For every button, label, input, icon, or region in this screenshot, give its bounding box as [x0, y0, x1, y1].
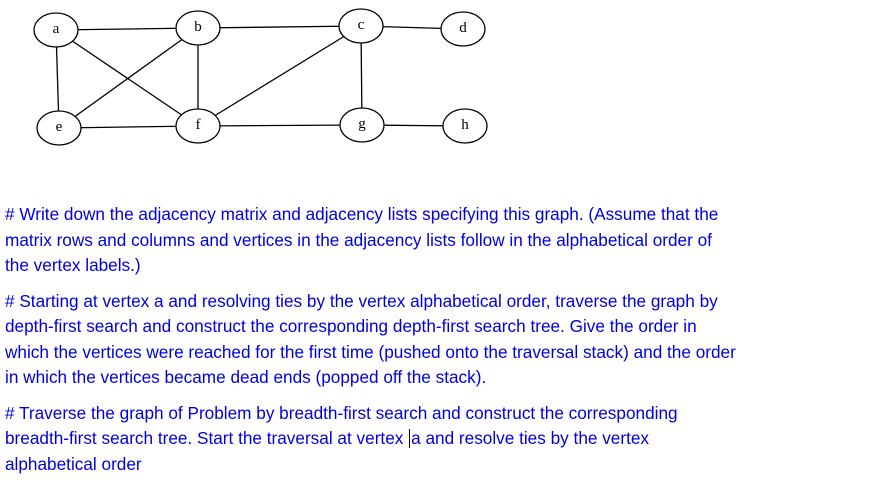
question-line: # Starting at vertex a and resolving tie…: [5, 290, 718, 311]
graph-diagram: a b c d e f g h: [33, 8, 488, 146]
vertex-f: f: [175, 108, 221, 144]
question-line: breadth-first search tree. Start the tra…: [5, 426, 883, 452]
vertex-d: d: [440, 11, 486, 47]
question-text-segment: breadth-first search tree. Start the tra…: [5, 428, 409, 448]
vertex-circle: [440, 11, 486, 47]
question-line: # Write down the adjacency matrix and ad…: [5, 204, 719, 224]
vertex-label: c: [358, 17, 365, 33]
question-dfs: # Starting at vertex a and resolving tie…: [5, 289, 883, 391]
edge-c-f: [197, 25, 362, 127]
question-adjacency: # Write down the adjacency matrix and ad…: [5, 202, 883, 279]
vertex-e: e: [36, 110, 82, 146]
vertex-label: h: [461, 117, 469, 133]
vertex-circle: [33, 12, 79, 48]
vertex-circle: [175, 10, 221, 46]
graph-edges: [55, 25, 466, 129]
edge-f-g: [197, 124, 363, 127]
vertex-h: h: [442, 108, 488, 144]
question-text-segment: a and resolve ties by the vertex: [411, 428, 650, 448]
vertex-circle: [338, 8, 384, 44]
edge-a-f: [55, 29, 199, 127]
vertex-circle: [175, 108, 221, 144]
vertex-label: a: [53, 21, 60, 37]
question-line: which the vertices were reached for the …: [5, 341, 736, 362]
vertex-label: f: [196, 117, 201, 133]
question-line: # Traverse the graph of Problem by bread…: [5, 402, 678, 423]
vertex-circle: [442, 108, 488, 144]
question-bfs: # Traverse the graph of Problem by bread…: [5, 401, 883, 478]
vertex-label: b: [194, 19, 202, 35]
vertex-g: g: [339, 107, 385, 143]
question-line: the vertex labels.): [5, 255, 141, 275]
vertex-a: a: [33, 12, 79, 48]
question-text: # Write down the adjacency matrix and ad…: [5, 202, 883, 487]
edge-a-b: [55, 27, 199, 31]
vertex-label: g: [358, 116, 366, 132]
graph-vertices: a b c d e f g h: [33, 8, 488, 146]
vertex-b: b: [175, 10, 221, 46]
vertex-circle: [339, 107, 385, 143]
question-line: alphabetical order: [5, 453, 142, 474]
question-line: depth-first search and construct the cor…: [5, 316, 697, 336]
vertex-label: d: [459, 20, 467, 36]
vertex-label: e: [56, 119, 63, 135]
vertex-circle: [36, 110, 82, 146]
question-line: in which the vertices became dead ends (…: [5, 367, 487, 387]
text-cursor: [409, 429, 411, 448]
edge-b-c: [197, 25, 362, 29]
vertex-c: c: [338, 8, 384, 44]
edge-e-f: [58, 125, 199, 129]
edge-b-e: [58, 27, 199, 129]
question-line: matrix rows and columns and vertices in …: [5, 229, 712, 250]
